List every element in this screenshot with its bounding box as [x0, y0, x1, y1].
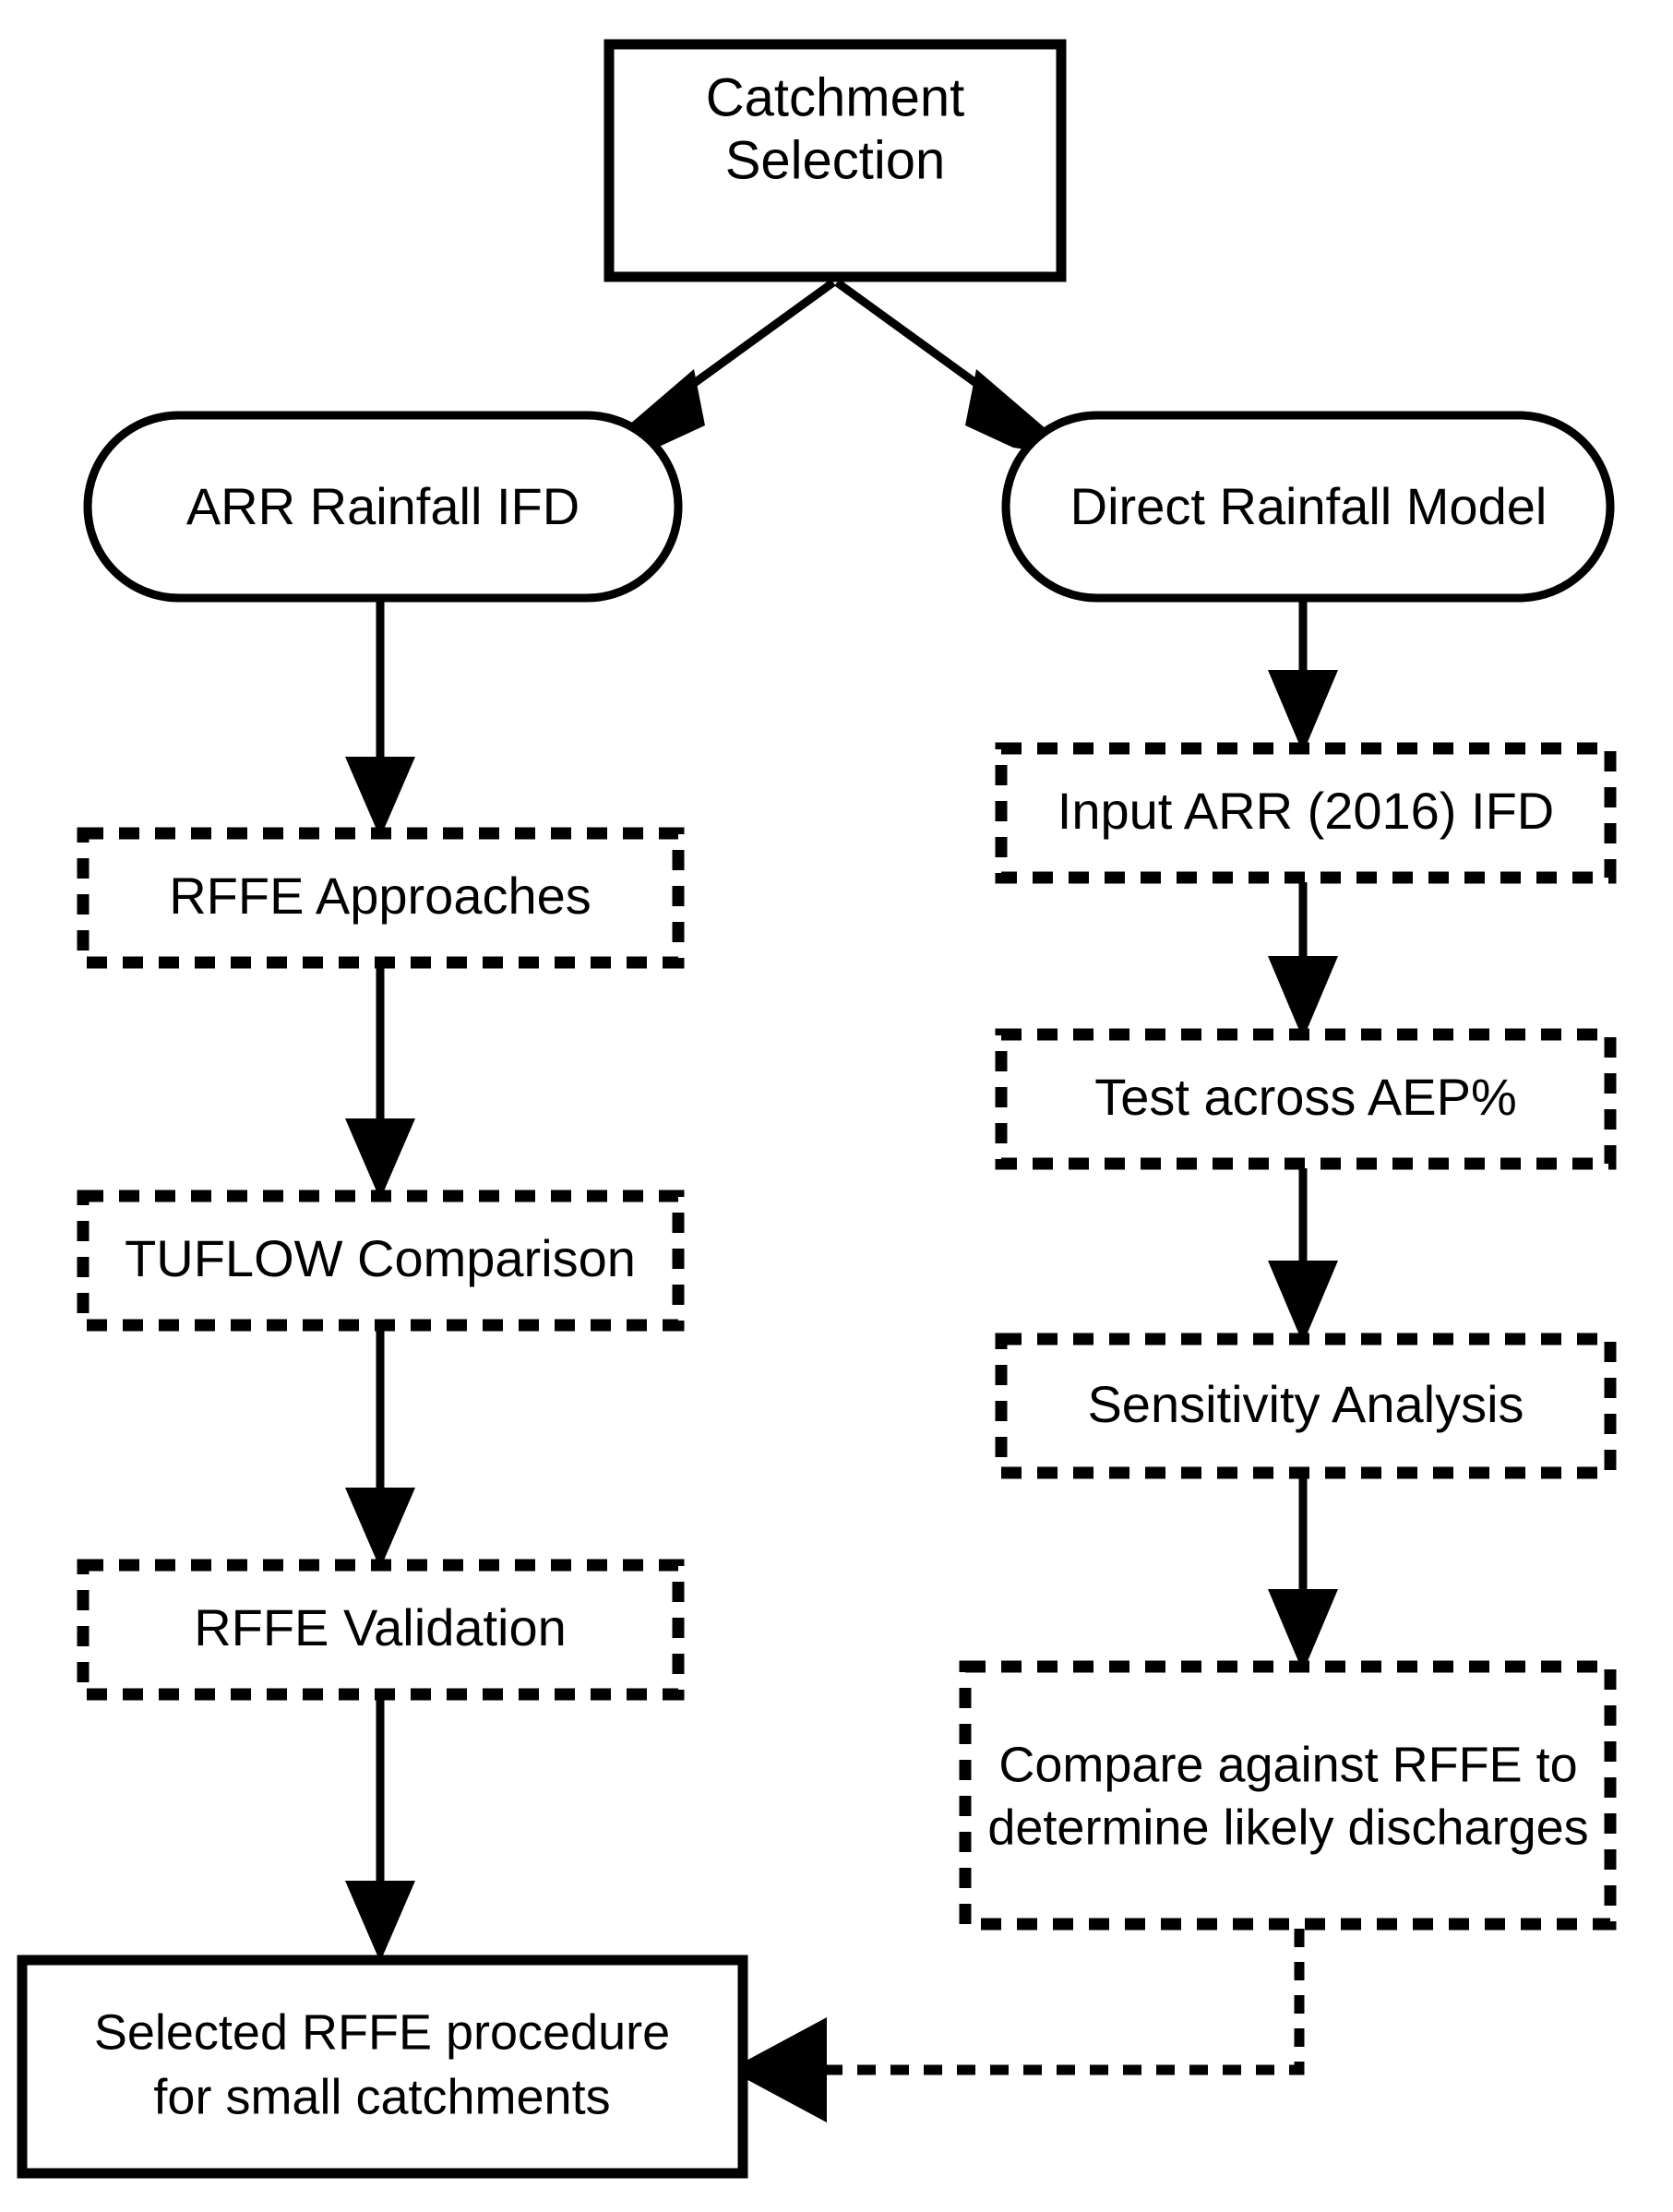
node-test-across-aep[interactable]: Test across AEP% — [995, 1028, 1617, 1170]
tuflow-comparison-label: TUFLOW Comparison — [125, 1229, 636, 1287]
edge-input-arr-to-test-aep — [1268, 882, 1338, 1039]
node-rffe-approaches[interactable]: RFFE Approaches — [77, 827, 685, 969]
node-sensitivity-analysis[interactable]: Sensitivity Analysis — [995, 1333, 1617, 1479]
catchment-selection-label-line1: Catchment — [706, 67, 964, 127]
edge-rffe-approaches-to-tuflow — [345, 965, 415, 1200]
node-input-arr-ifd[interactable]: Input ARR (2016) IFD — [995, 742, 1617, 884]
direct-rainfall-model-label: Direct Rainfall Model — [1070, 477, 1548, 535]
selected-rffe-procedure-label-line1: Selected RFFE procedure — [94, 2004, 670, 2060]
node-direct-rainfall-model[interactable]: Direct Rainfall Model — [1001, 411, 1615, 603]
rffe-validation-label: RFFE Validation — [194, 1598, 567, 1656]
edge-sensitivity-to-compare — [1268, 1477, 1338, 1672]
edge-arr-to-rffe-approaches — [345, 601, 415, 838]
arr-rainfall-ifd-label: ARR Rainfall IFD — [186, 477, 580, 535]
node-compare-against-rffe[interactable]: Compare against RFFE to determine likely… — [959, 1660, 1617, 1931]
test-across-aep-label: Test across AEP% — [1094, 1068, 1517, 1126]
node-tuflow-comparison[interactable]: TUFLOW Comparison — [77, 1190, 685, 1332]
compare-against-rffe-label-line2: determine likely discharges — [987, 1799, 1588, 1855]
input-arr-ifd-label: Input ARR (2016) IFD — [1058, 782, 1554, 840]
edge-compare-to-selected — [729, 1929, 1305, 2122]
node-selected-rffe-procedure[interactable]: Selected RFFE procedure for small catchm… — [17, 1955, 748, 2179]
compare-against-rffe-label-line1: Compare against RFFE to — [998, 1737, 1577, 1792]
selected-rffe-procedure-label-line2: for small catchments — [153, 2069, 610, 2124]
edge-direct-to-input-arr — [1268, 601, 1338, 753]
catchment-selection-label-line2: Selection — [725, 130, 946, 190]
node-arr-rainfall-ifd[interactable]: ARR Rainfall IFD — [83, 411, 683, 603]
rffe-approaches-label: RFFE Approaches — [169, 867, 592, 925]
edge-tuflow-to-rffe-validation — [345, 1330, 415, 1569]
node-catchment-selection[interactable]: Catchment Selection — [603, 39, 1067, 282]
sensitivity-analysis-label: Sensitivity Analysis — [1087, 1375, 1524, 1433]
node-rffe-validation[interactable]: RFFE Validation — [77, 1559, 685, 1701]
edge-test-aep-to-sensitivity — [1268, 1168, 1338, 1344]
edge-rffe-validation-to-selected — [345, 1699, 415, 1962]
